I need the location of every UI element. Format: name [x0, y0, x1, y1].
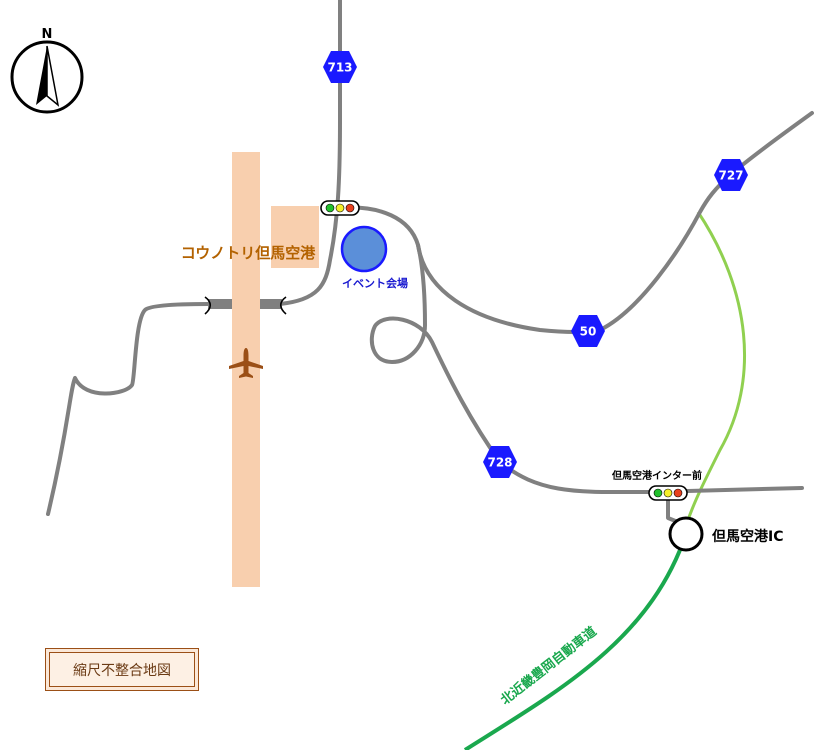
venue-marker-icon [340, 225, 388, 273]
junction-label: 但馬空港インター前 [611, 469, 702, 482]
airport-label: コウノトリ但馬空港 [181, 244, 316, 262]
route-shield-50: 50 [571, 315, 605, 347]
interchange-label: 但馬空港IC [711, 528, 783, 545]
route-shield-728: 728 [483, 446, 517, 478]
road-west [46, 302, 210, 516]
road-east-signal [338, 205, 502, 464]
tunnel-portal-west [204, 296, 212, 315]
scale-note-label: 縮尺不整合地図 [49, 652, 195, 687]
airplane-icon [229, 348, 263, 378]
svg-text:50: 50 [580, 325, 597, 339]
north-arrow-icon: N [10, 27, 84, 114]
airport-terminal [271, 206, 319, 268]
road-50 [416, 111, 814, 334]
road-713 [278, 0, 342, 306]
route-shield-713: 713 [323, 51, 357, 83]
traffic-signal-icon [320, 200, 360, 216]
interchange-circle-icon [668, 516, 704, 552]
traffic-signal-icon [648, 485, 688, 501]
compass-letter: N [42, 27, 53, 42]
road-728 [498, 460, 804, 495]
venue-label: イベント会場 [342, 276, 408, 290]
runway-tunnel-gap [232, 299, 260, 309]
tunnel-portal-east [279, 296, 287, 315]
svg-text:713: 713 [327, 61, 352, 75]
svg-text:727: 727 [718, 169, 743, 183]
svg-text:728: 728 [487, 456, 512, 470]
route-shield-727: 727 [714, 159, 748, 191]
scale-note-box: 縮尺不整合地図 [45, 648, 199, 691]
expressway-line [463, 533, 688, 750]
